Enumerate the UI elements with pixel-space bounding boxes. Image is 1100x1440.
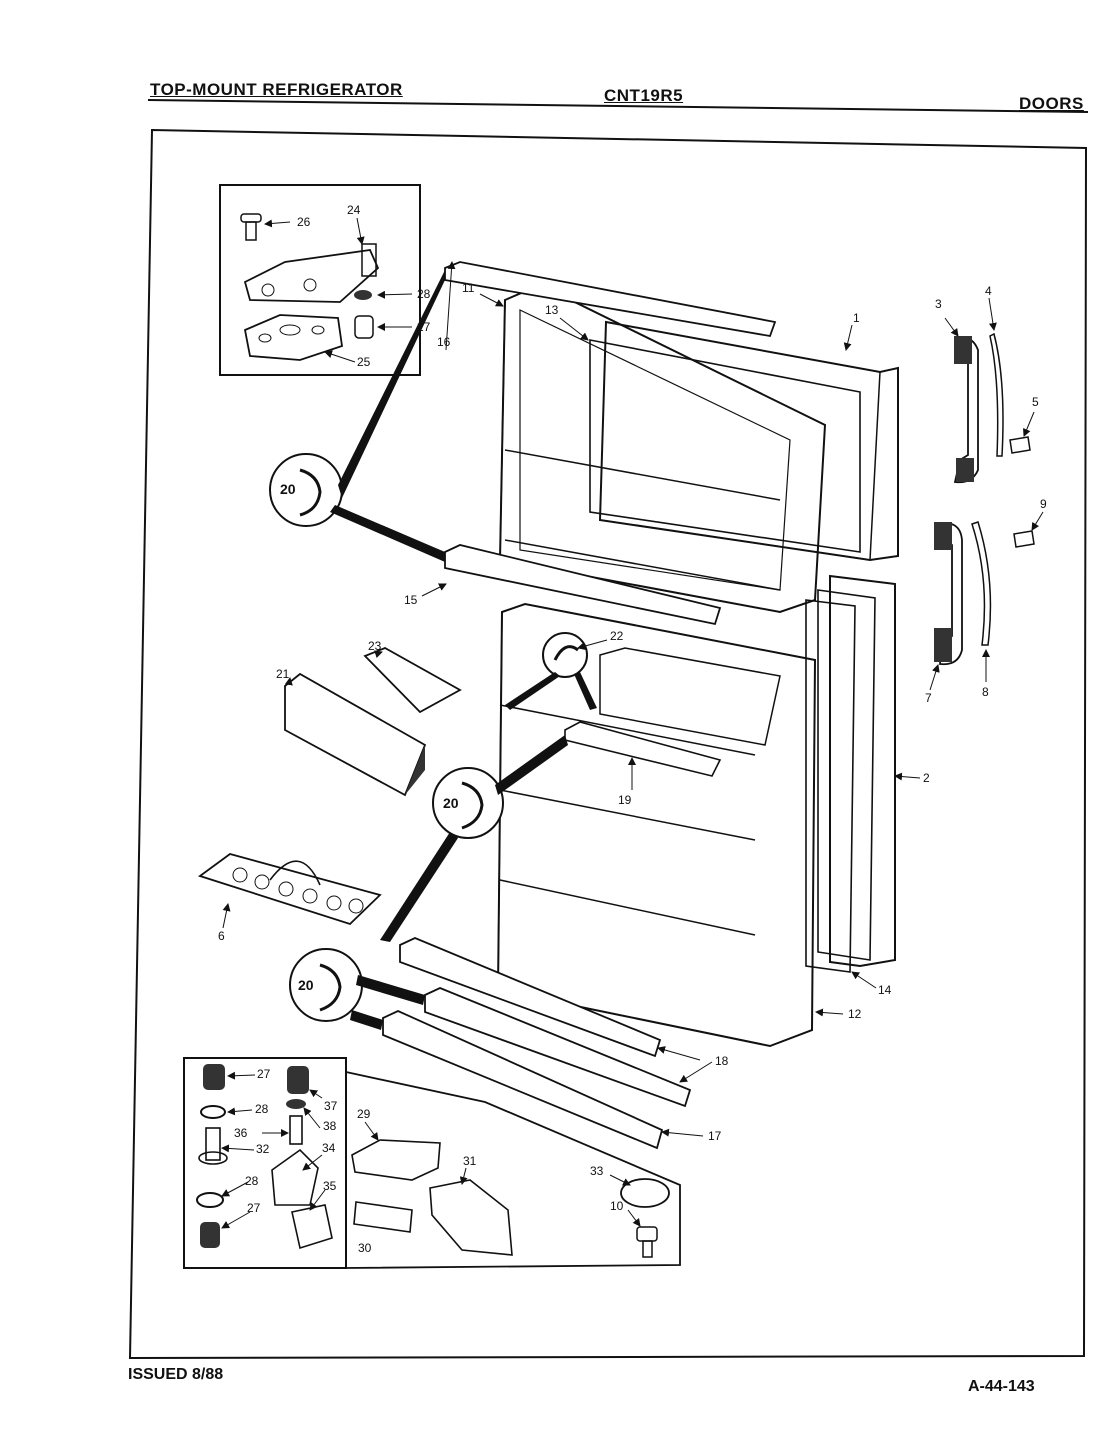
footer-issued-date: ISSUED 8/88 [128,1366,224,1383]
freezer-door-liner [498,283,827,614]
header-left-title: TOP-MOUNT REFRIGERATOR [150,80,403,99]
lower-hinge-inset [183,1057,681,1269]
callout-14: 14 [878,983,892,997]
callout-28-mid: 28 [255,1102,269,1116]
callout-17: 17 [708,1129,722,1143]
callout-37: 37 [324,1099,338,1113]
butter-compartment [284,672,427,797]
callout-5: 5 [1032,395,1039,409]
callout-34: 34 [322,1141,336,1155]
header-rule [147,99,1089,113]
fresh-food-handle [933,522,963,666]
fresh-food-gasket [805,599,856,973]
callout-32: 32 [256,1142,270,1156]
callout-33: 33 [590,1164,604,1178]
footer-page-code: A-44-143 [968,1378,1035,1395]
callout-21: 21 [276,667,290,681]
freezer-handle [953,336,979,484]
callout-24: 24 [347,203,361,217]
callout-18: 18 [715,1054,729,1068]
header-model-number: CNT19R5 [604,86,684,105]
callout-26: 26 [297,215,311,229]
egg-tray [198,853,382,926]
callout-2: 2 [923,771,930,785]
door-shelf-bar-b [424,987,692,1108]
detail-circle-22 [505,632,597,710]
callout-35: 35 [323,1179,337,1193]
callout-7: 7 [925,691,932,705]
callout-23: 23 [368,639,382,653]
callout-28-top: 28 [417,287,431,301]
freezer-handle-cap [1009,436,1031,454]
callout-36: 36 [234,1126,248,1140]
fresh-food-door-outer [817,574,896,968]
callout-22: 22 [610,629,624,643]
detail-circle-middle [380,735,568,942]
freezer-shelf-bar-upper [444,261,777,338]
callout-31: 31 [463,1154,477,1168]
callout-29: 29 [357,1107,371,1121]
detail-circle-lower [289,948,425,1030]
callout-13: 13 [545,303,559,317]
fresh-food-door-liner [496,602,817,1048]
callout-27-low: 27 [247,1201,261,1215]
callout-8: 8 [982,685,989,699]
callout-1: 1 [853,311,860,325]
callout-3: 3 [935,297,942,311]
fresh-food-handle-trim [971,521,992,646]
callout-16: 16 [437,335,451,349]
callout-19: 19 [618,793,632,807]
callout-27-mid: 27 [257,1067,271,1081]
fresh-food-handle-cap [1013,530,1035,548]
callout-28-low: 28 [245,1174,259,1188]
freezer-shelf-bar-lower [444,544,722,626]
callout-9: 9 [1040,497,1047,511]
callout-6: 6 [218,929,225,943]
callout-20-upper: 20 [280,481,296,497]
callout-10: 10 [610,1199,624,1213]
butter-door [363,647,462,714]
diagram-frame [128,128,1088,1360]
callout-20-lower: 20 [298,977,314,993]
callout-38: 38 [323,1119,337,1133]
header-section-name: DOORS [1019,94,1084,113]
callout-12: 12 [848,1007,862,1021]
callout-4: 4 [985,284,992,298]
callout-20-middle: 20 [443,795,459,811]
callout-15: 15 [404,593,418,607]
freezer-handle-trim [989,332,1004,457]
detail-circle-upper [269,270,445,562]
freezer-door-outer [589,320,899,562]
door-shelf-bar-c [382,1010,664,1150]
callout-30: 30 [358,1241,372,1255]
callout-27-top: 27 [417,320,431,334]
upper-hinge-inset [219,184,421,376]
callout-11: 11 [462,281,475,295]
callout-25: 25 [357,355,371,369]
